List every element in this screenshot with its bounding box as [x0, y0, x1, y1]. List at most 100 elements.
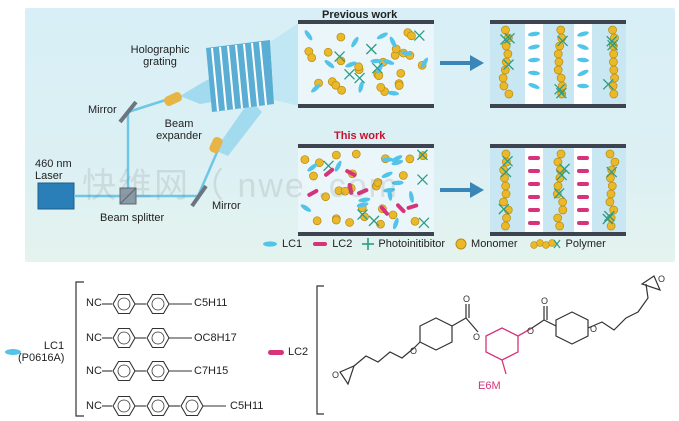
- lc1-rod: [389, 36, 397, 48]
- monomer-dot: [331, 150, 341, 160]
- lc1-rod: [383, 187, 396, 193]
- beam-expander-top: [164, 91, 182, 107]
- photoinhibitor-star: [371, 62, 383, 74]
- grating-shape: [206, 40, 274, 112]
- monomer-dot: [394, 81, 404, 90]
- monomer-dot: [300, 155, 310, 164]
- monomer-dot: [407, 31, 416, 41]
- lc1-rod: [528, 70, 540, 76]
- monomer-dot: [323, 47, 333, 57]
- monomer-dot: [552, 189, 562, 199]
- lc1-rod: [376, 62, 384, 74]
- lc1-rod: [358, 80, 364, 93]
- benzene-ring-inner: [117, 331, 131, 345]
- lc2-chem-icon: [268, 350, 284, 355]
- mirror-bottom-shape: [190, 184, 208, 208]
- monomer-dot: [354, 62, 364, 72]
- lc2-rod: [577, 208, 589, 212]
- lc2-rod: [577, 221, 589, 225]
- lc2-rod: [577, 169, 589, 173]
- lc2-rod: [528, 208, 540, 212]
- benzene-ring: [112, 395, 136, 417]
- monomer-dot: [608, 25, 617, 35]
- monomer-dot: [499, 81, 509, 91]
- monomer-dot: [376, 82, 386, 92]
- monomer-dot: [609, 89, 619, 99]
- monomer-dot: [331, 215, 341, 225]
- photoinhibitor-star: [504, 32, 516, 44]
- photoinhibitor-star: [502, 155, 514, 167]
- lc1-row2-right: OC8H17: [194, 332, 237, 344]
- prev-after-lc-band-2: [574, 24, 592, 104]
- photoinhibitor-star: [500, 166, 512, 178]
- laser-box: [37, 182, 75, 210]
- monomer-dot: [554, 57, 564, 67]
- photoinhibitor-star: [603, 210, 615, 222]
- lc2-rod: [528, 221, 540, 225]
- this-before-particles: [300, 149, 430, 230]
- lc1-rod: [577, 31, 589, 37]
- lc1-chem-name: LC1: [43, 340, 65, 352]
- legend: LC1 LC2 Photoinitibitor Monomer Polymer: [262, 238, 606, 250]
- monomer-dot: [501, 25, 510, 35]
- lc2-rod: [577, 182, 589, 186]
- lc1-rod: [577, 57, 589, 63]
- legend-monomer: Monomer: [455, 238, 518, 250]
- legend-monomer-label: Monomer: [471, 238, 518, 250]
- previous-work-label: Previous work: [322, 9, 398, 21]
- svg-text:O: O: [658, 274, 665, 284]
- monomer-dot: [556, 73, 566, 83]
- lc1-rod: [528, 31, 540, 37]
- mirror-bottom-label: Mirror: [212, 200, 241, 212]
- benzene-ring: [146, 293, 170, 315]
- lc1-row4-right: C5H11: [230, 400, 264, 412]
- lc1-rod: [300, 204, 312, 212]
- lc2-rod: [406, 203, 419, 210]
- e6m-core: [485, 327, 533, 375]
- photoinhibitor-icon: [362, 238, 375, 250]
- lc2-rod: [379, 205, 389, 216]
- monomer-dot: [609, 49, 618, 59]
- monomer-dot: [405, 154, 415, 164]
- lc1-rod: [528, 57, 540, 63]
- legend-lc2-label: LC2: [332, 238, 353, 250]
- lc2-bracket: [316, 285, 324, 415]
- legend-polymer: Polymer: [528, 238, 606, 250]
- photoinhibitor-star: [554, 83, 566, 95]
- monomer-dot: [504, 89, 514, 99]
- benzene-ring-inner: [117, 364, 131, 378]
- monomer-dot: [558, 197, 567, 207]
- photoinhibitor-star: [357, 209, 368, 221]
- watermark: 快维网（ nwe .com: [82, 167, 399, 205]
- monomer-dot: [502, 213, 511, 223]
- svg-text:O: O: [590, 324, 597, 334]
- monomer-dot: [312, 216, 322, 226]
- photoinhibitor-star: [606, 35, 618, 47]
- svg-text:O: O: [410, 346, 417, 356]
- prev-before-particles: [304, 28, 429, 96]
- monomer-dot: [503, 49, 513, 59]
- lc2-rod: [528, 182, 540, 186]
- photoinhibitor-star: [556, 169, 568, 181]
- lc2-rod: [324, 167, 335, 177]
- svg-text:O: O: [527, 326, 534, 336]
- lc1-rod: [387, 90, 399, 96]
- this-after-lc-band-2: [574, 148, 592, 232]
- photoinhibitor-star: [500, 34, 511, 45]
- zoom-wedge: [270, 22, 300, 106]
- benzene-ring: [146, 360, 170, 382]
- monomer-dot: [351, 149, 361, 159]
- svg-text:O: O: [463, 294, 470, 304]
- benzene-ring-inner: [151, 331, 165, 345]
- monomer-dot: [553, 213, 563, 223]
- lc2-icon: [313, 242, 328, 246]
- monomer-dot: [331, 80, 341, 90]
- monomer-dot: [607, 181, 617, 191]
- photoinhibitor-star: [413, 30, 425, 42]
- monomer-dot: [373, 178, 383, 187]
- lc2-rod: [356, 188, 369, 196]
- photoinhibitor-star: [606, 166, 618, 178]
- cells-diagram: [298, 20, 626, 236]
- lc1-rod: [311, 83, 321, 93]
- monomer-dot: [555, 221, 565, 231]
